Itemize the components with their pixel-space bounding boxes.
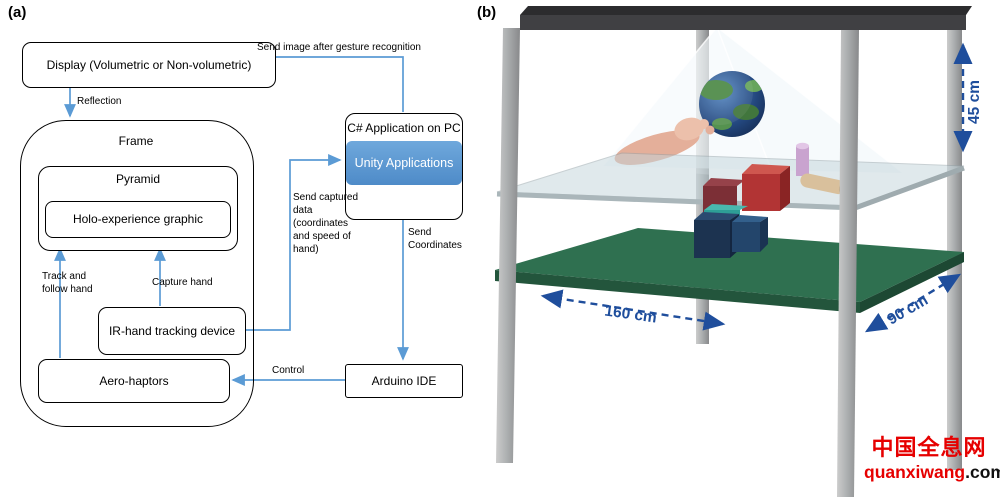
csharp-app-node: C# Application on PC Unity Applications bbox=[345, 113, 463, 220]
edge-send-captured-label: Send captured data (coordinates and spee… bbox=[293, 192, 359, 255]
watermark: 中国全息网 quanxiwang.com bbox=[864, 435, 1000, 483]
csharp-app-label: C# Application on PC bbox=[347, 121, 461, 135]
table-illustration: 45 cm 160 cm 90 cm bbox=[495, 6, 983, 497]
watermark-site-name: quanxiwang bbox=[864, 462, 966, 483]
dim-depth-label: 90 cm bbox=[884, 292, 931, 329]
table-front-legs bbox=[496, 28, 859, 497]
dim-depth-arrow bbox=[864, 273, 962, 333]
blocks-on-glass bbox=[703, 142, 849, 212]
watermark-chinese-text: 中国全息网 bbox=[871, 435, 987, 460]
hologram-pyramid bbox=[602, 26, 904, 181]
glass-shelf bbox=[496, 152, 965, 211]
panel-b-label: (b) bbox=[477, 4, 497, 21]
unity-applications-node: Unity Applications bbox=[346, 141, 462, 185]
green-shelf bbox=[495, 228, 964, 313]
edge-track-follow-label: Track and follow hand bbox=[42, 271, 93, 295]
edge-send-coordinates-label: Send Coordinates bbox=[408, 227, 462, 251]
edge-reflection-label: Reflection bbox=[77, 96, 122, 107]
dim-height-label: 45 cm bbox=[966, 80, 983, 124]
watermark-site-tld: .com bbox=[965, 462, 1000, 483]
frame-node bbox=[20, 120, 254, 427]
edge-capture-hand-label: Capture hand bbox=[152, 277, 213, 288]
frame-label: Frame bbox=[118, 134, 154, 148]
panel-a-label: (a) bbox=[8, 4, 27, 21]
edge-send-image-label: Send image after gesture recognition bbox=[257, 42, 421, 53]
arduino-ide-node: Arduino IDE bbox=[345, 364, 463, 398]
table-top bbox=[520, 6, 972, 30]
globe-icon bbox=[699, 71, 765, 137]
dim-width-label: 160 cm bbox=[603, 302, 657, 326]
edge-send-image-arrow bbox=[254, 51, 404, 112]
watermark-site-text: quanxiwang.com bbox=[864, 462, 1000, 483]
display-node: Display (Volumetric or Non-volumetric) bbox=[22, 42, 276, 88]
edge-control-label: Control bbox=[272, 365, 305, 376]
dimension-labels: 45 cm 160 cm 90 cm bbox=[603, 80, 983, 328]
table-back-legs bbox=[696, 26, 962, 470]
ir-tracker-node: IR-hand tracking device bbox=[98, 307, 246, 355]
hand-hologram bbox=[614, 117, 715, 165]
holo-graphic-node: Holo-experience graphic bbox=[45, 201, 231, 238]
aero-haptors-node: Aero-haptors bbox=[38, 359, 230, 403]
blocks-on-green-shelf bbox=[694, 204, 768, 258]
dimension-arrows bbox=[540, 42, 973, 333]
dim-width-arrow bbox=[540, 289, 726, 331]
